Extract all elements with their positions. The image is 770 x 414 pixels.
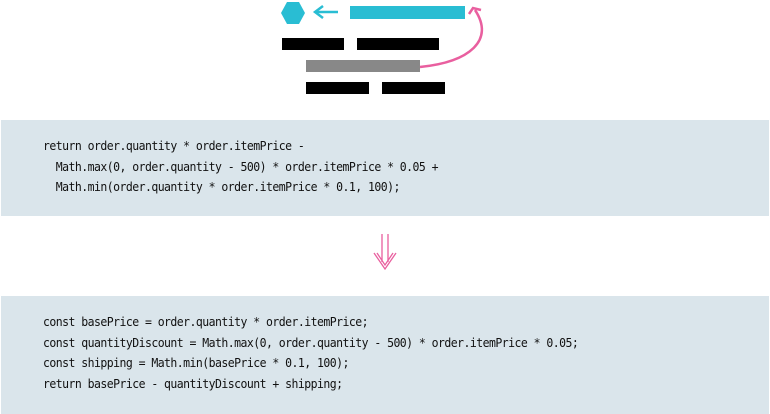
extracted-variable-bar <box>350 6 465 19</box>
code-line: return order.quantity * order.itemPrice … <box>43 138 305 153</box>
code-line: return basePrice - quantityDiscount + sh… <box>43 375 343 391</box>
code-line-bar <box>282 38 344 50</box>
hexagon-icon <box>281 2 305 24</box>
code-line-bar <box>306 82 369 94</box>
double-down-arrow-icon <box>373 234 397 271</box>
code-line-bar <box>382 82 445 94</box>
code-line: Math.max(0, order.quantity - 500) * orde… <box>43 158 439 174</box>
highlighted-expression-bar <box>306 60 420 72</box>
code-line: const quantityDiscount = Math.max(0, ord… <box>43 334 579 350</box>
original-code-block: return order.quantity * order.itemPrice … <box>1 120 769 216</box>
code-line: Math.min(order.quantity * order.itemPric… <box>43 179 401 194</box>
code-line: const basePrice = order.quantity * order… <box>43 314 369 329</box>
code-line-bar <box>357 38 439 50</box>
curved-arrow-icon <box>419 6 483 69</box>
extract-variable-diagram <box>281 2 483 94</box>
code-line: const shipping = Math.min(basePrice * 0.… <box>43 355 349 370</box>
refactored-code-block: const basePrice = order.quantity * order… <box>1 296 769 414</box>
left-arrow-icon <box>312 5 338 19</box>
